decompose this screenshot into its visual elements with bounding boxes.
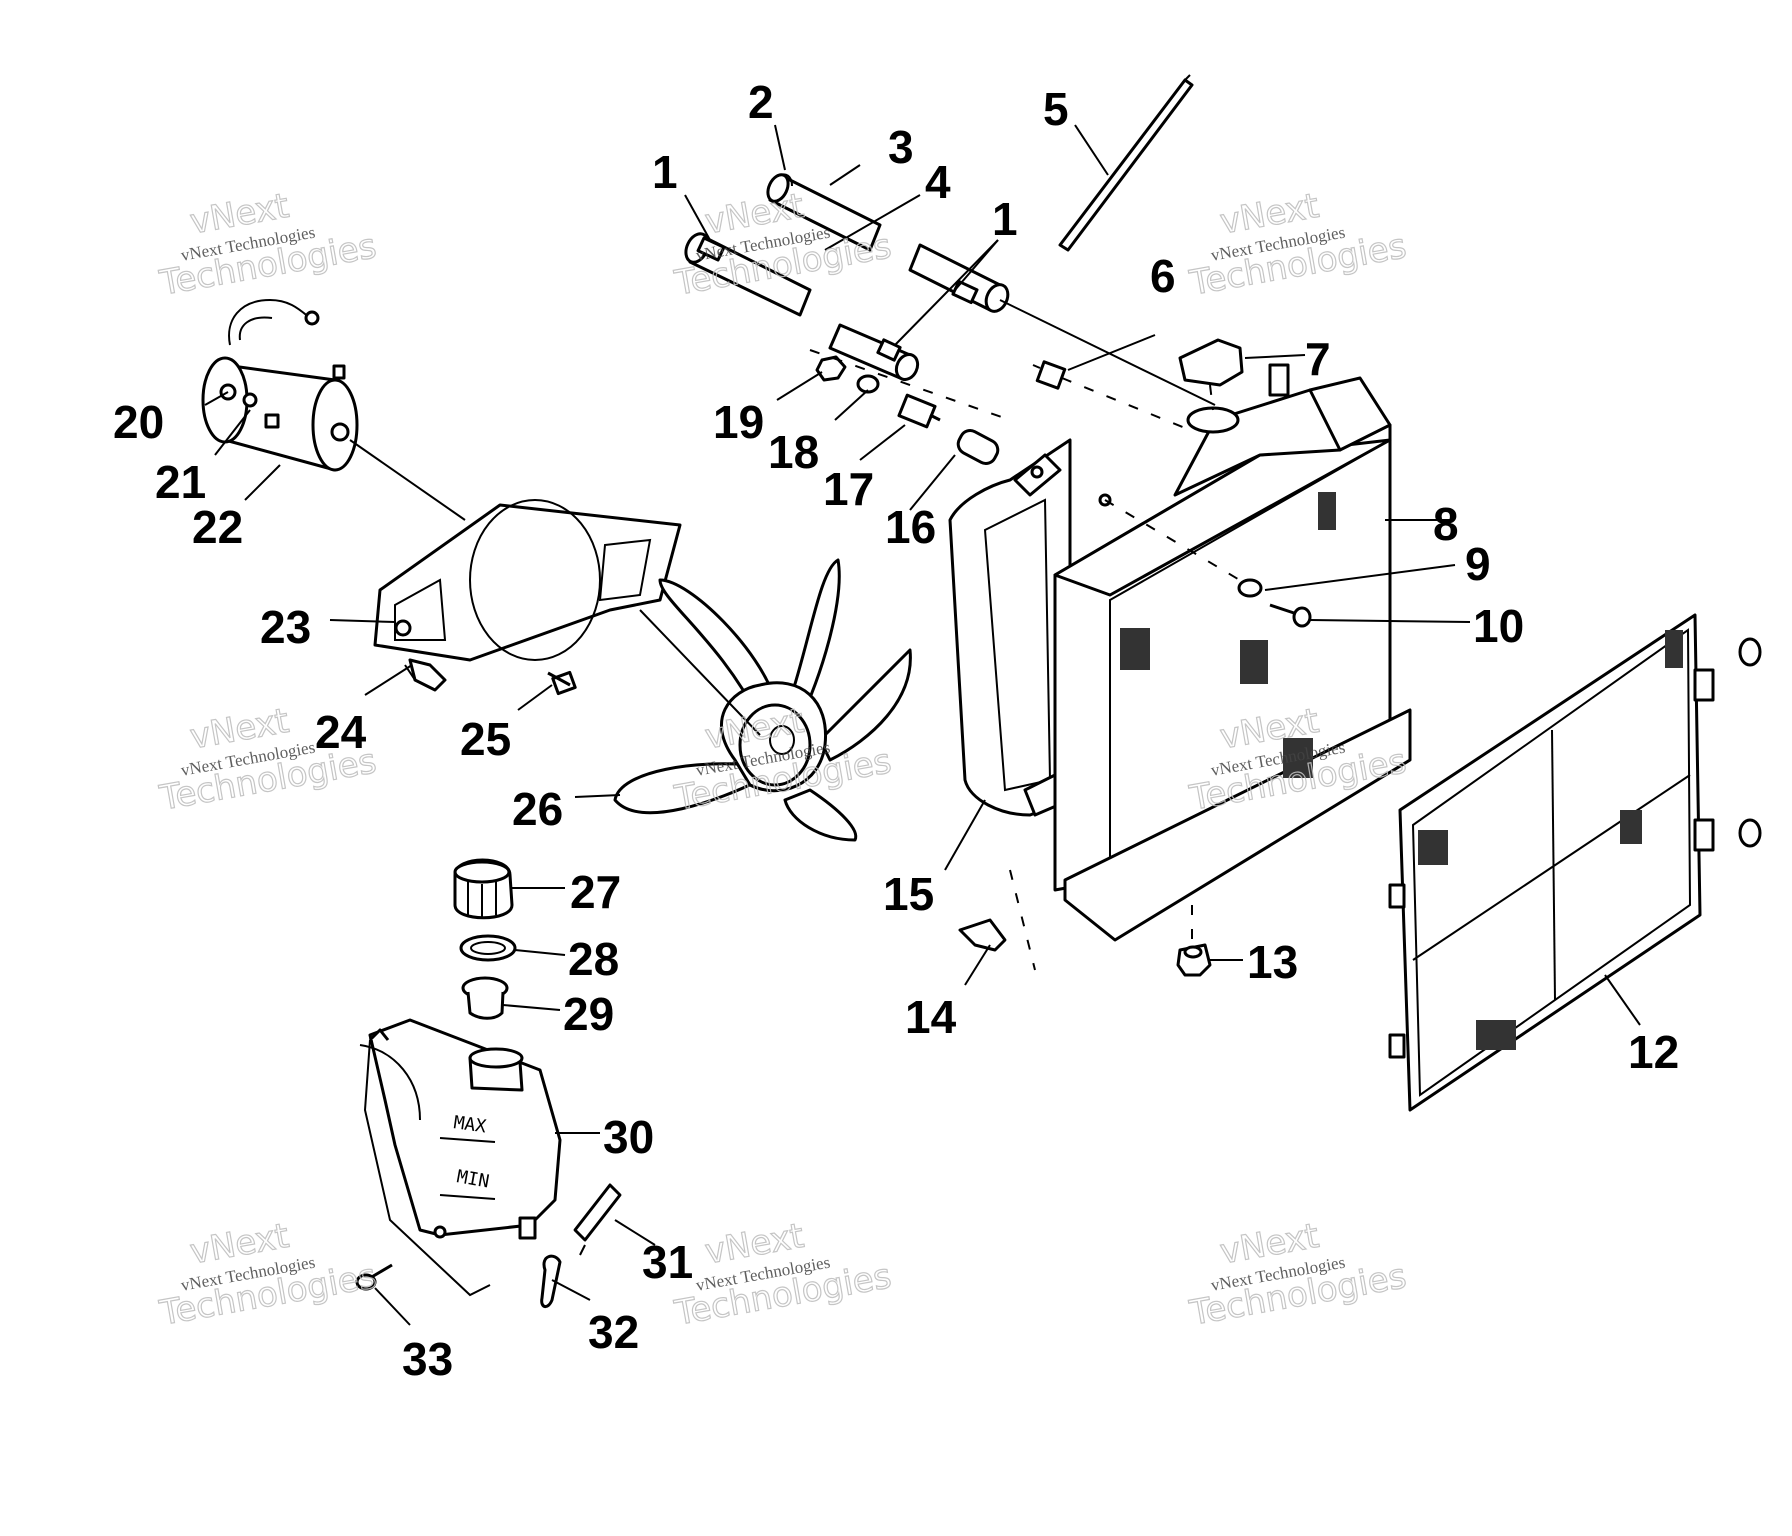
callout-18: 18 xyxy=(768,426,819,478)
callout-24: 24 xyxy=(315,706,367,758)
callout-numbers: 1 2 3 4 1 5 6 7 8 9 10 12 13 14 15 16 17… xyxy=(113,76,1679,1385)
hose-lower-1 xyxy=(828,323,920,382)
callout-12: 12 xyxy=(1628,1026,1679,1078)
callout-25: 25 xyxy=(460,713,511,765)
cooling-fan xyxy=(613,558,912,842)
callout-31: 31 xyxy=(642,1236,693,1288)
clip-14 xyxy=(958,869,1036,971)
callout-21: 21 xyxy=(155,456,206,508)
electric-motor xyxy=(201,298,466,521)
fan-shroud-plate xyxy=(373,499,682,662)
callout-20: 20 xyxy=(113,396,164,448)
callout-1-left: 1 xyxy=(652,146,678,198)
watermark-bc: vNext vNext Technologies Technologies xyxy=(671,1215,895,1334)
callout-27: 27 xyxy=(570,866,621,918)
callout-4: 4 xyxy=(925,156,951,208)
radiator xyxy=(1053,363,1412,942)
callout-29: 29 xyxy=(563,988,614,1040)
cable-tie xyxy=(1058,74,1194,252)
hose-upper-2-3 xyxy=(766,173,882,252)
callout-14: 14 xyxy=(905,991,957,1043)
callout-3: 3 xyxy=(888,121,914,173)
radiator-side-panel xyxy=(948,438,1072,817)
max-marking: MAX xyxy=(452,1112,487,1137)
callout-9: 9 xyxy=(1465,538,1491,590)
callout-1-right: 1 xyxy=(992,193,1018,245)
screw-33 xyxy=(355,1263,393,1291)
callout-17: 17 xyxy=(823,463,874,515)
callout-26: 26 xyxy=(512,783,563,835)
callout-8: 8 xyxy=(1433,498,1459,550)
overflow-reservoir: MAX MIN xyxy=(359,1018,562,1297)
callout-22: 22 xyxy=(192,501,243,553)
callout-32: 32 xyxy=(588,1306,639,1358)
reservoir-strainer xyxy=(461,976,509,1020)
callout-10: 10 xyxy=(1473,600,1524,652)
bolt-25 xyxy=(547,670,577,696)
callout-6: 6 xyxy=(1150,250,1176,302)
callout-23: 23 xyxy=(260,601,311,653)
reservoir-cap xyxy=(453,858,514,920)
radiator-screen xyxy=(1388,613,1762,1112)
hose-left-1-4 xyxy=(684,232,812,317)
radiator-cap xyxy=(1178,338,1244,411)
temperature-sensor xyxy=(1032,360,1191,431)
fitting-chain xyxy=(809,349,1011,465)
watermark-bl: vNext vNext Technologies Technologies xyxy=(156,1215,380,1334)
callout-28: 28 xyxy=(568,933,619,985)
callout-16: 16 xyxy=(885,501,936,553)
callout-30: 30 xyxy=(603,1111,654,1163)
reservoir-gasket xyxy=(459,934,517,962)
bolt-10 xyxy=(1269,603,1312,628)
overflow-hose xyxy=(573,1183,622,1256)
hose-middle-1 xyxy=(908,243,1010,313)
callout-2: 2 xyxy=(748,76,774,128)
callout-15: 15 xyxy=(883,868,934,920)
hose-clamp xyxy=(540,1254,562,1308)
washer-9 xyxy=(1237,578,1263,598)
watermark-tl: vNext vNext Technologies Technologies xyxy=(156,185,380,304)
radiator-core-hatches xyxy=(1120,492,1336,778)
rubber-mount xyxy=(1176,905,1212,977)
watermark-tr: vNext vNext Technologies Technologies xyxy=(1186,185,1410,304)
callout-13: 13 xyxy=(1247,936,1298,988)
callout-19: 19 xyxy=(713,396,764,448)
callout-7: 7 xyxy=(1305,333,1331,385)
leader-lines xyxy=(204,124,1641,1326)
watermark-br: vNext vNext Technologies Technologies xyxy=(1186,1215,1410,1334)
callout-33: 33 xyxy=(402,1333,453,1385)
callout-5: 5 xyxy=(1043,83,1069,135)
